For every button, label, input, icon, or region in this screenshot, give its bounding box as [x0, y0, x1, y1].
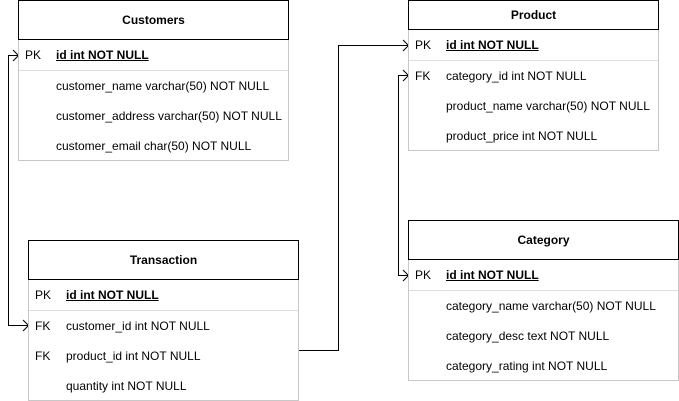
- field-label: customer_id int NOT NULL: [66, 319, 210, 333]
- edge-product-category: [398, 75, 409, 276]
- field-label: id int NOT NULL: [446, 268, 539, 282]
- entity-row: FK customer_id int NOT NULL: [29, 311, 298, 341]
- entity-row: category_name varchar(50) NOT NULL: [409, 291, 678, 321]
- field-label: quantity int NOT NULL: [66, 379, 187, 393]
- key-label: FK: [35, 319, 51, 333]
- entity-row: customer_email char(50) NOT NULL: [19, 131, 288, 161]
- key-label: PK: [25, 48, 42, 62]
- entity-row: product_name varchar(50) NOT NULL: [409, 91, 658, 121]
- entity-title: Product: [408, 0, 659, 30]
- entity-row: FK category_id int NOT NULL: [409, 61, 658, 91]
- entity-title: Customers: [18, 0, 289, 40]
- field-label: category_desc text NOT NULL: [446, 329, 610, 343]
- field-label: category_rating int NOT NULL: [446, 359, 608, 373]
- entity-category[interactable]: Category PK id int NOT NULL category_nam…: [408, 220, 679, 381]
- key-label: PK: [35, 288, 52, 302]
- entity-row: PK id int NOT NULL: [19, 40, 288, 71]
- field-label: customer_address varchar(50) NOT NULL: [56, 109, 282, 123]
- key-label: FK: [415, 69, 431, 83]
- field-label: customer_email char(50) NOT NULL: [56, 139, 252, 153]
- field-label: id int NOT NULL: [446, 38, 539, 52]
- entity-row: PK id int NOT NULL: [409, 30, 658, 61]
- entity-row: PK id int NOT NULL: [409, 260, 678, 291]
- key-label: FK: [35, 349, 51, 363]
- field-label: category_id int NOT NULL: [446, 69, 587, 83]
- entity-title: Category: [408, 220, 679, 260]
- edge-transaction-product: [298, 45, 409, 351]
- entity-row: customer_address varchar(50) NOT NULL: [19, 101, 288, 131]
- entity-row: FK product_id int NOT NULL: [29, 341, 298, 371]
- field-label: category_name varchar(50) NOT NULL: [446, 299, 656, 313]
- entity-title: Transaction: [28, 240, 299, 280]
- entity-row: product_price int NOT NULL: [409, 121, 658, 151]
- field-label: product_price int NOT NULL: [446, 129, 598, 143]
- field-label: product_id int NOT NULL: [66, 349, 201, 363]
- field-label: id int NOT NULL: [56, 48, 149, 62]
- entity-product[interactable]: Product PK id int NOT NULL FK category_i…: [408, 0, 659, 151]
- entity-transaction[interactable]: Transaction PK id int NOT NULL FK custom…: [28, 240, 299, 401]
- key-label: PK: [415, 38, 432, 52]
- key-label: PK: [415, 268, 432, 282]
- entity-customers[interactable]: Customers PK id int NOT NULL customer_na…: [18, 0, 289, 161]
- field-label: product_name varchar(50) NOT NULL: [446, 99, 650, 113]
- field-label: customer_name varchar(50) NOT NULL: [56, 79, 270, 93]
- entity-row: customer_name varchar(50) NOT NULL: [19, 71, 288, 101]
- entity-row: quantity int NOT NULL: [29, 371, 298, 401]
- entity-row: category_desc text NOT NULL: [409, 321, 678, 351]
- entity-row: PK id int NOT NULL: [29, 280, 298, 311]
- entity-row: category_rating int NOT NULL: [409, 351, 678, 381]
- field-label: id int NOT NULL: [66, 288, 159, 302]
